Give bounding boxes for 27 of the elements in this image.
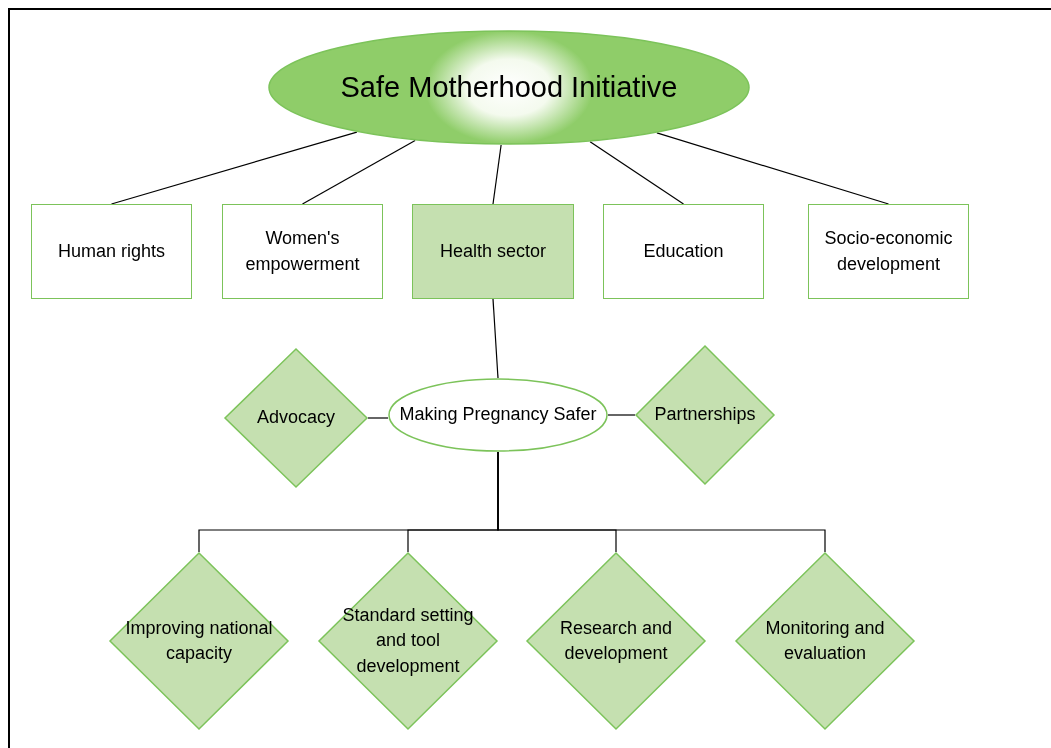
process-box <box>222 204 383 299</box>
node-label: Human rights <box>56 239 166 263</box>
node-label: Socio-economic development <box>823 227 954 276</box>
node-label: Advocacy <box>255 406 336 430</box>
connector-line <box>589 141 685 205</box>
node-label: Women's empowerment <box>244 227 361 276</box>
process-box <box>31 204 192 299</box>
process-box <box>808 204 969 299</box>
process-box <box>412 204 574 299</box>
process-box <box>603 204 764 299</box>
node-label: Partnerships <box>653 403 757 427</box>
node-label: Education <box>642 239 725 263</box>
connector-line <box>607 414 636 416</box>
node-label: Health sector <box>438 239 548 263</box>
node-label: Safe Motherhood Initiative <box>339 70 679 106</box>
connector-line <box>110 131 358 205</box>
node-label: Improving national capacity <box>124 616 274 665</box>
connector-line <box>301 139 416 205</box>
connector-line <box>656 132 890 205</box>
node-label: Research and development <box>558 616 674 665</box>
node-label: Standard setting and tool development <box>341 604 475 678</box>
node-label: Monitoring and evaluation <box>764 616 886 665</box>
node-label: Making Pregnancy Safer <box>398 403 598 427</box>
connector-line <box>367 417 389 419</box>
connector-line <box>492 298 499 379</box>
connector-line <box>492 144 502 205</box>
connector-line <box>497 451 826 553</box>
